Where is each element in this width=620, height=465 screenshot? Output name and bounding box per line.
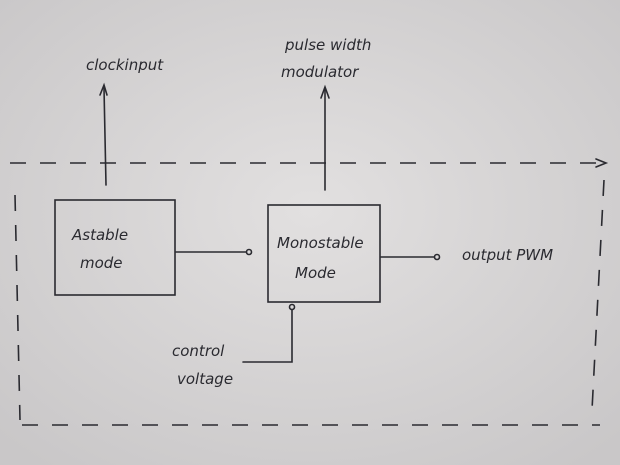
control-voltage-line	[242, 309, 293, 363]
astable-label-line2: mode	[80, 254, 123, 272]
control-label-line1: control	[172, 342, 225, 360]
monostable-label-line1: Monostable	[277, 234, 364, 252]
astable-block	[54, 199, 176, 296]
boundary-left	[14, 194, 21, 421]
monostable-block	[267, 204, 381, 303]
output-arrowhead-icon	[433, 253, 441, 261]
boundary-arrowhead	[595, 158, 609, 168]
output-label: output PWM	[462, 246, 553, 264]
pwm-label-line2: modulator	[281, 63, 359, 81]
control-label-line2: voltage	[177, 370, 233, 388]
pwm-label-line1: pulse width	[284, 36, 371, 54]
pwm-arrowhead-icon	[320, 84, 330, 99]
clock-input-label: clockinput	[86, 56, 164, 74]
arrowhead-icon	[245, 248, 253, 256]
control-arrowhead-icon	[288, 303, 296, 311]
clock-arrowhead-icon	[99, 82, 108, 96]
clock-input-arrow	[103, 87, 107, 186]
boundary-right	[591, 179, 605, 411]
astable-label-line1: Astable	[71, 226, 128, 244]
monostable-label-line2: Mode	[295, 264, 336, 282]
